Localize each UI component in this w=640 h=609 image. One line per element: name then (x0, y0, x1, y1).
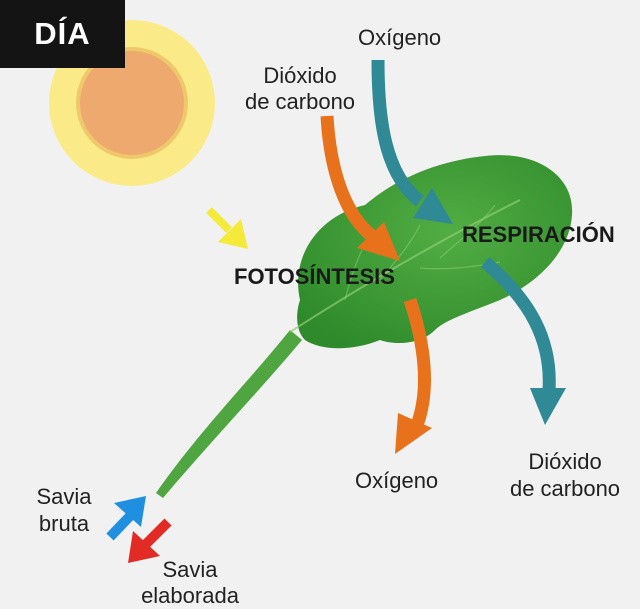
raw-sap-label-line2: bruta (38, 511, 90, 536)
processed-sap-label-line2: elaborada (141, 583, 239, 608)
co2-in-arrow (320, 115, 400, 261)
sunlight-arrow (206, 207, 248, 249)
co2-in-label-line2: de carbono (244, 89, 356, 114)
co2-out-label-line1: Dióxido (528, 449, 602, 474)
day-badge: DÍA (0, 0, 125, 68)
oxygen-in-label: Oxígeno (358, 25, 442, 50)
raw-sap-label-line1: Savia (36, 484, 92, 509)
raw-sap-arrow (106, 496, 146, 541)
co2-out-label-line2: de carbono (509, 476, 621, 501)
processed-sap-label-line1: Savia (162, 557, 218, 582)
oxygen-out-label: Oxígeno (355, 468, 439, 493)
photosynthesis-label: FOTOSÍNTESIS (234, 264, 395, 289)
leaf (156, 155, 573, 498)
respiration-label: RESPIRACIÓN (462, 222, 615, 247)
co2-in-label-line1: Dióxido (263, 63, 337, 88)
oxygen-out-arrow (395, 297, 432, 454)
oxygen-in-arrow (371, 59, 453, 224)
processed-sap-arrow (128, 518, 172, 563)
co2-out-arrow (480, 257, 566, 425)
